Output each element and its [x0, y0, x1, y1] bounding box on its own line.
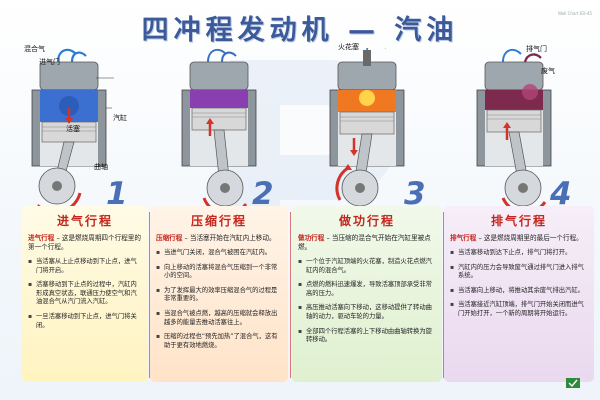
stroke-intro-keyword: 进气行程: [28, 234, 55, 242]
engine-diagram-intake: [31, 48, 114, 210]
stroke-intro-text: – 当活塞开始在汽缸内上移动。: [182, 234, 276, 242]
stroke-bullets: 一个位于汽缸顶端的火花塞，制造火花点燃汽缸内的混合气。 点燃的燃料迅速爆发，导致…: [292, 258, 442, 345]
stroke-bullets: 当进气门关闭，混合气被困在汽缸内。 向上移动的活塞将混合气压缩到一个非常小的空间…: [150, 249, 288, 350]
list-item: 为了发挥最大的效率压缩混合气的过程是非常重要的。: [156, 287, 282, 304]
publisher-logo-icon: [566, 378, 580, 388]
stroke-title: 压缩行程: [190, 214, 247, 228]
label-spark-plug: 火花塞: [338, 43, 359, 51]
stroke-intro-text: – 这是燃烧周期四个行程里的第一个行程。: [28, 234, 141, 251]
stroke-number-3: 3: [404, 176, 426, 212]
stroke-bullets: 当活塞移动到达下止点，排气门将打开。 汽缸内的压力会导致废气通过排气门进入排气系…: [444, 249, 594, 319]
list-item: 点燃的燃料迅速爆发，导致活塞顶部承受非常高的压力。: [298, 281, 436, 298]
stroke-intro-text: – 当压缩的混合气开始在汽缸里被点燃。: [298, 234, 431, 251]
stroke-title: 做功行程: [338, 214, 395, 228]
list-item: 当进气门关闭，混合气被困在汽缸内。: [156, 249, 282, 258]
stroke-panel-exhaust: 排气行程 排气行程 – 这是燃烧周期里的最后一个行程。 当活塞移动到达下止点，排…: [444, 206, 594, 382]
list-item: 汽缸内的压力会导致废气通过排气门进入排气系统。: [450, 264, 588, 281]
stroke-panel-intake: 进气行程 进气行程 – 这是燃烧周期四个行程里的第一个行程。 当活塞从上止点移动…: [22, 206, 148, 382]
list-item: 全部四个行程活塞的上下移动由曲轴转换为旋转移动。: [298, 328, 436, 345]
label-mixture: 混合气: [24, 45, 45, 53]
stroke-panel-compression: 压缩行程 压缩行程 – 当活塞开始在汽缸内上移动。 当进气门关闭，混合气被困在汽…: [150, 206, 288, 382]
list-item: 当活塞向上移动，将推动其余废气排出汽缸。: [450, 287, 588, 296]
stroke-number-4: 4: [550, 176, 572, 212]
engine-diagram-power: [329, 48, 405, 207]
label-exhaust-gas: 废气: [541, 67, 555, 75]
column-divider: [149, 212, 150, 378]
stroke-intro-keyword: 做功行程: [298, 234, 325, 242]
engine-diagram-compression: [181, 48, 257, 210]
list-item: 当活塞移动到达下止点，排气门将打开。: [450, 249, 588, 258]
list-item: 当活塞接近汽缸顶端，排气门开始关闭而进气门开始打开，一个新的周期将开始运行。: [450, 301, 588, 318]
label-exhaust-valve: 排气门: [526, 45, 547, 53]
stroke-intro: 排气行程 – 这是燃烧周期里的最后一个行程。: [450, 234, 588, 243]
stroke-intro-keyword: 压缩行程: [156, 234, 183, 242]
column-divider: [290, 212, 291, 378]
stroke-intro-keyword: 排气行程: [450, 234, 477, 242]
stroke-panel-power: 做功行程 做功行程 – 当压缩的混合气开始在汽缸里被点燃。 一个位于汽缸顶端的火…: [292, 206, 442, 382]
stroke-intro: 做功行程 – 当压缩的混合气开始在汽缸里被点燃。: [298, 234, 436, 252]
list-item: 一旦活塞移动到下止点，进气门将关闭。: [28, 313, 142, 330]
stroke-intro-text: – 这是燃烧周期里的最后一个行程。: [476, 234, 583, 242]
label-crankshaft: 曲轴: [94, 163, 108, 171]
list-item: 当混合气被点燃，越高的压缩就会释放出越多的能量去推动活塞往上。: [156, 310, 282, 327]
stroke-number-1: 1: [106, 176, 128, 212]
stroke-title: 进气行程: [56, 214, 113, 228]
stroke-intro: 进气行程 – 这是燃烧周期四个行程里的第一个行程。: [28, 234, 142, 252]
stroke-bullets: 当活塞从上止点移动到下止点，进气门将开启。 活塞移动到下止点的过程中，汽缸内形成…: [22, 258, 148, 330]
list-item: 当活塞从上止点移动到下止点，进气门将开启。: [28, 258, 142, 275]
page-title: 四冲程发动机 — 汽油: [141, 15, 459, 46]
label-intake-valve: 进气门: [39, 58, 60, 66]
corner-tag: Wall Chart ED-45: [557, 11, 592, 16]
column-divider: [443, 212, 444, 378]
label-cylinder: 汽缸: [113, 114, 127, 122]
list-item: 一个位于汽缸顶端的火花塞，制造火花点燃汽缸内的混合气。: [298, 258, 436, 275]
label-piston: 活塞: [66, 125, 80, 133]
stroke-number-2: 2: [252, 176, 274, 212]
list-item: 活塞移动到下止点的过程中，汽缸内形成真空状态，联通压力使空气和汽油混合气从汽门流…: [28, 281, 142, 307]
list-item: 压缩的过程也“预先加热”了混合气，这有助于更有效地燃烧。: [156, 333, 282, 350]
engine-diagram-exhaust: [476, 48, 552, 210]
list-item: 向上移动的活塞将混合气压缩到一个非常小的空间。: [156, 264, 282, 281]
list-item: 高压推动活塞向下移动，这移动提供了转动曲轴的动力，驱动车轮的力量。: [298, 304, 436, 321]
stroke-title: 排气行程: [490, 214, 547, 228]
stroke-intro: 压缩行程 – 当活塞开始在汽缸内上移动。: [156, 234, 282, 243]
